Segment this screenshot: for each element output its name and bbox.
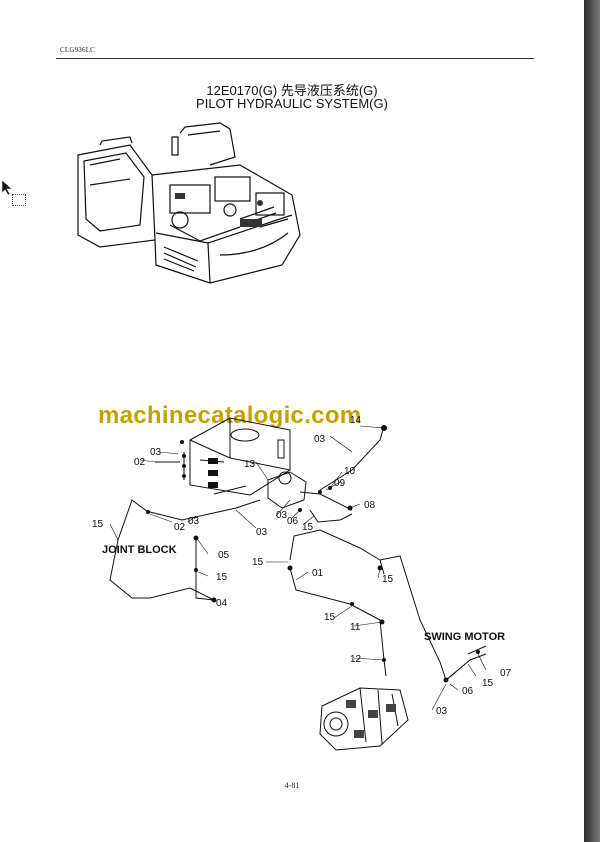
selection-box-icon: [12, 194, 26, 206]
callout-09: 09: [334, 478, 346, 489]
page-title-english: PILOT HYDRAULIC SYSTEM(G): [196, 96, 388, 111]
callout-02: 02: [174, 522, 186, 533]
callout-03: 03: [276, 510, 288, 521]
callout-15: 15: [482, 678, 494, 689]
callout-04: 04: [216, 598, 228, 609]
callout-02: 02: [134, 457, 146, 468]
callout-07: 07: [500, 668, 512, 679]
callout-06: 06: [462, 686, 474, 697]
excavator-overview-illustration: [77, 122, 301, 284]
pilot-hydraulic-diagram: 14 03 02 03 13 10 09 08 03 06 15 02 03 0…: [92, 415, 512, 751]
callout-15: 15: [216, 572, 228, 583]
callout-03: 03: [436, 706, 448, 717]
page-number: 4-81: [284, 781, 300, 790]
callout-15: 15: [92, 519, 104, 530]
arrow-cursor-icon: [2, 180, 13, 196]
callout-15: 15: [382, 574, 394, 585]
callout-03: 03: [150, 447, 162, 458]
callout-05: 05: [218, 550, 230, 561]
callout-03: 03: [256, 527, 268, 538]
callout-14: 14: [350, 415, 362, 426]
callout-13: 13: [244, 459, 256, 470]
header-rule: [56, 58, 534, 59]
callout-06: 06: [287, 516, 299, 527]
swing-motor-label: SWING MOTOR: [424, 631, 505, 643]
callout-03: 03: [314, 434, 326, 445]
callout-15: 15: [252, 557, 264, 568]
page-title-chinese: 12E0170(G) 先导液压系统(G): [206, 83, 378, 98]
callout-01: 01: [312, 568, 324, 579]
callout-11: 11: [350, 622, 361, 633]
callout-10: 10: [344, 466, 356, 477]
document-code: CLG936LC: [60, 46, 96, 54]
viewer-right-edge: [584, 0, 600, 842]
callout-15: 15: [324, 612, 336, 623]
callout-03: 03: [188, 516, 200, 527]
callout-15: 15: [302, 522, 314, 533]
callout-12: 12: [350, 654, 362, 665]
document-page: CLG936LC 12E0170(G) 先导液压系统(G) PILOT HYDR…: [0, 0, 584, 842]
callout-08: 08: [364, 500, 376, 511]
joint-block-label: JOINT BLOCK: [102, 544, 177, 556]
